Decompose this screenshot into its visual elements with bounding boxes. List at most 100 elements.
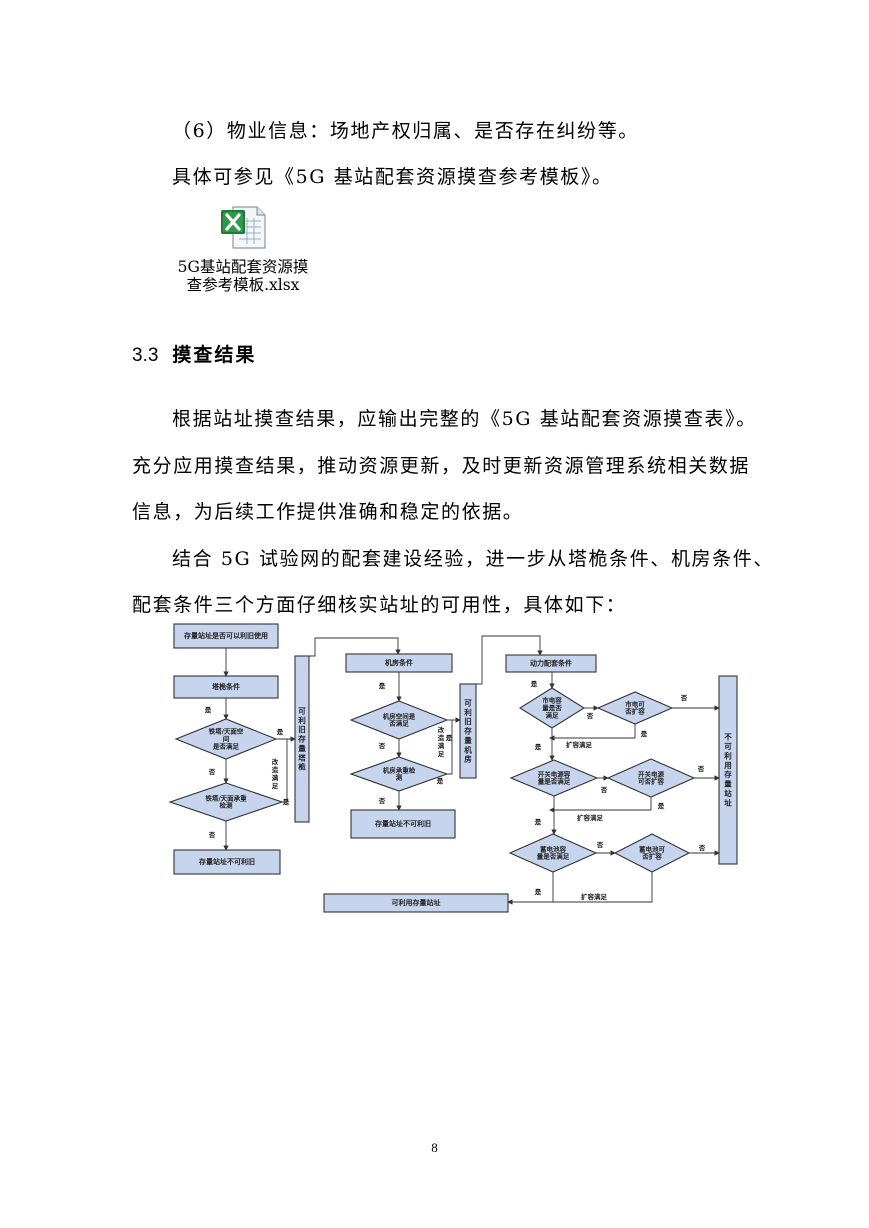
node-room-reuse-label: 可 [464,698,472,707]
node-start-label: 存量站址是否可以利旧使用 [184,631,268,640]
node-unusable-label: 利 [723,750,732,760]
node-room-space-label: 机房空间是 [383,711,416,720]
paragraph-three-aspects: 配套条件三个方面仔细核实站址的可用性，具体如下： [132,594,627,616]
flow-connector [309,637,401,657]
node-tower-reuse-label: 量 [298,743,306,753]
node-power-condition-label: 动力配套条件 [530,659,572,668]
flow-connector [282,739,288,803]
paragraph-basis: 信息，为后续工作提供准确和稳定的依据。 [132,501,524,523]
flow-connector [447,720,453,775]
label-no: 否 [208,831,216,839]
label-no: 否 [596,841,604,849]
node-switch-capacity-label: 量是否满足 [538,777,571,786]
paragraph-result-output: 根据站址摸查结果，应输出完整的《5G 基站配套资源摸查表》。 [172,408,757,430]
page-number: 8 [431,1140,438,1155]
node-usable [323,893,509,913]
node-tower-reuse-label: 利 [297,715,306,725]
node-room-condition [345,653,453,673]
node-tower-condition [173,675,279,699]
node-switch-expand-label: 开关电源 [638,769,665,778]
node-unusable-label: 量 [724,779,732,789]
label-fix-ok: 改 [272,757,279,766]
node-unusable-label: 用 [724,761,732,770]
node-tower-reuse-label: 可 [298,706,306,715]
paragraph-experience: 结合 5G 试验网的配套建设经验，进一步从塔桅条件、机房条件、 [172,548,774,570]
section-number: 3.3 [132,345,159,366]
label-no: 否 [680,694,688,702]
node-room-load [349,756,449,792]
node-switch-expand-label: 可否扩容 [638,777,665,786]
node-room-reuse-label: 量 [464,735,472,745]
node-unusable [718,675,738,865]
paragraph-template-ref: 具体可参见《5G 基站配套资源摸查参考模板》。 [172,166,613,188]
flow-connector [549,724,636,741]
label-yes: 是 [276,727,284,736]
node-switch-capacity [509,759,599,797]
node-battery-capacity-label: 量是否满足 [537,852,570,861]
node-tower-fail-label: 存量站址不可利旧 [199,857,255,866]
flow-connector [507,872,653,905]
label-expand-ok: 扩容满足 [581,892,608,901]
node-room-condition-label: 机房条件 [385,658,413,667]
label-fix-ok: 满 [438,741,445,750]
label-fix-ok: 造 [272,765,279,774]
node-tower-load-label: 铁塔/天面承重 [204,793,247,802]
label-fix-ok: 满 [272,773,279,782]
paragraph-property-info: （6）物业信息：场地产权归属、是否存在纠纷等。 [172,120,639,142]
label-yes: 是 [445,733,453,742]
label-yes: 是 [534,742,542,751]
node-room-reuse-label: 存 [463,726,472,736]
excel-file-icon [221,206,266,249]
node-mains-capacity [518,687,586,729]
label-no: 否 [378,742,386,750]
label-fix-ok: 足 [438,750,445,758]
node-unusable-label: 存 [723,769,732,779]
label-yes: 是 [640,729,648,738]
node-mains-capacity-label: 市电容 [542,696,562,705]
flow-connector [476,635,543,685]
node-unusable-label: 可 [724,742,732,751]
node-switch-capacity-label: 开关电源容 [538,769,571,778]
label-expand-ok: 扩容满足 [577,813,604,822]
node-tower-reuse-label: 塔 [298,752,306,762]
node-tower-load-label: 检测 [220,801,234,810]
node-room-reuse [459,683,477,779]
label-yes: 是 [530,679,538,688]
attachment-filename: 5G基站配套资源摸 查参考模板.xlsx [177,258,309,294]
node-room-space-label: 否满足 [388,719,409,728]
section-title: 摸查结果 [172,344,257,366]
label-fix-ok: 造 [438,733,445,742]
node-room-reuse-label: 机 [464,744,472,754]
node-room-reuse-label: 利 [463,707,472,717]
node-power-condition [505,654,597,673]
label-no: 否 [208,768,216,776]
node-tower-load [168,782,284,822]
label-expand-ok: 扩容满足 [566,740,593,749]
node-mains-capacity-label: 满足 [546,710,560,719]
node-tower-reuse-label: 存 [297,734,306,744]
node-tower-space-label: 是否满足 [212,741,240,750]
node-room-reuse-label: 旧 [464,717,472,726]
label-fix-ok: 改 [438,725,445,734]
node-room-space [349,700,449,740]
label-no: 否 [600,786,608,794]
node-battery-expand-label: 蓄电池可 [639,844,666,853]
node-tower-space [174,718,278,760]
node-battery-expand [613,833,691,873]
node-mains-expand [596,691,674,725]
node-start [173,623,279,649]
attachment-xlsx[interactable]: 5G基站配套资源摸 查参考模板.xlsx [168,204,318,294]
node-tower-condition-label: 塔桅条件 [212,682,240,691]
node-usable-label: 可利用存量站址 [392,898,441,907]
node-mains-expand-label: 市电可 [625,699,645,708]
label-fix-ok: 足 [272,782,279,790]
node-room-load-label: 测 [396,773,403,782]
node-unusable-label: 不 [724,733,732,742]
node-tower-space-label: 间 [223,734,230,743]
paragraph-apply-results: 充分应用摸查结果，推动资源更新，及时更新资源管理系统相关数据 [132,455,751,477]
node-tower-reuse-label: 桅 [298,762,306,772]
label-no: 否 [697,765,705,773]
node-unusable-label: 址 [724,797,732,807]
node-room-fail-label: 存量站址不可利旧 [375,819,431,828]
node-tower-space-label: 铁塔/天面空 [208,727,244,736]
